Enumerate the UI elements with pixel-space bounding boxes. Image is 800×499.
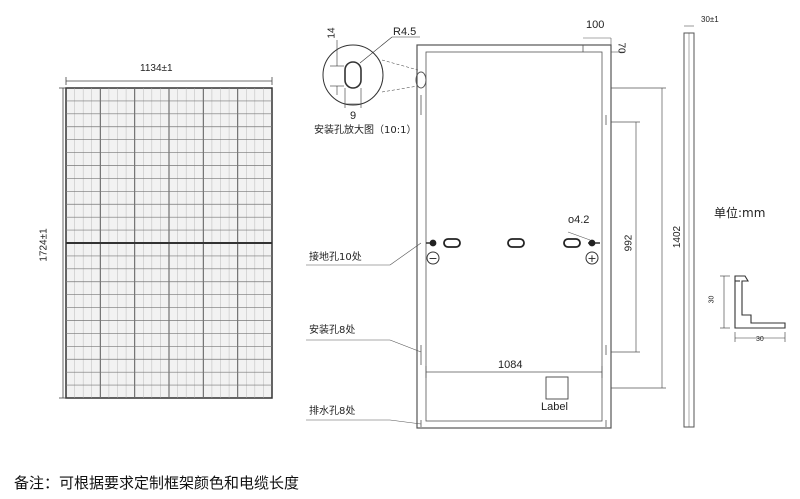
dim-100-label: 100 <box>586 19 605 31</box>
label-box-text: Label <box>541 401 568 413</box>
panel-height-dimension <box>59 87 67 399</box>
panel-side-view <box>683 25 695 428</box>
hole-dim-9: 9 <box>350 110 357 122</box>
ground-holes <box>426 238 600 248</box>
dimension-1084 <box>425 366 603 378</box>
positive-terminal-icon <box>585 251 599 265</box>
dim-1084-label: 1084 <box>498 359 523 371</box>
leader-lines <box>306 231 591 425</box>
panel-width-label: 1134±1 <box>140 63 173 74</box>
footnote: 备注：可根据要求定制框架颜色和电缆长度 <box>14 474 300 492</box>
mount-holes-label: 安装孔8处 <box>309 325 356 336</box>
panel-back-view <box>415 37 624 429</box>
drain-holes-label: 排水孔8处 <box>309 406 356 417</box>
plus-sign: + <box>587 252 596 265</box>
vertical-dimensions <box>611 87 666 389</box>
hole-dim-14: 14 <box>326 27 338 39</box>
hole-detail-caption: 安装孔放大图（10:1） <box>314 125 417 136</box>
negative-terminal-icon <box>426 251 440 265</box>
unit-label: 单位:mm <box>714 206 766 220</box>
panel-height-label: 1724±1 <box>38 228 50 262</box>
dim-992-label: 992 <box>623 234 635 252</box>
dim-70-label: 70 <box>615 42 627 54</box>
ground-holes-label: 接地孔10处 <box>309 252 362 263</box>
dim-1402-label: 1402 <box>672 225 684 249</box>
section-width-label: 30 <box>756 336 764 343</box>
section-height-label: 30 <box>708 295 716 304</box>
ground-hole-diameter: o4.2 <box>568 214 590 226</box>
panel-width-dimension <box>65 77 273 85</box>
minus-sign: − <box>428 252 437 265</box>
frame-depth-label: 30±1 <box>701 15 719 24</box>
solar-panel-front-view <box>65 87 273 399</box>
mounting-hole-detail <box>322 36 420 108</box>
label-box <box>545 376 569 400</box>
frame-cross-section <box>720 275 786 342</box>
hole-radius-label: R4.5 <box>393 26 417 38</box>
